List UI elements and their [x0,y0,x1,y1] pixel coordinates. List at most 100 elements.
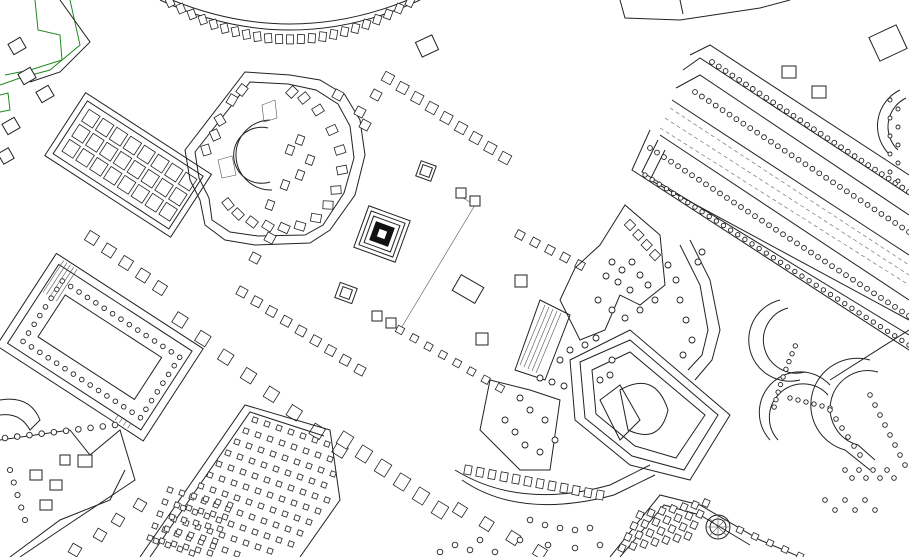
column [26,431,33,439]
market-pier [632,228,645,242]
octagon-pier [279,179,291,191]
hall-pier [287,540,295,548]
room [75,147,95,168]
hall-pier [329,470,337,478]
hall-pier [206,549,214,557]
column [872,507,878,513]
octagon-pier [297,91,311,105]
hall-pier [146,534,154,542]
column [895,178,901,184]
square-pier [83,229,101,247]
arc-pier [393,2,405,15]
market-pier [648,248,662,262]
square-pier [100,242,118,259]
column [733,116,740,122]
market-complex [454,204,731,506]
square-pier [466,366,477,377]
hall-pier [248,513,256,521]
column [867,392,873,398]
bottom-right-pier [780,544,790,555]
hall-pier [221,513,229,521]
column [644,281,652,289]
hall-pier [296,529,304,537]
column [143,406,149,413]
arc-pier [404,0,416,9]
hall-pier [248,457,256,465]
arc-pier [307,32,317,44]
bottom-right-pier [640,519,650,529]
column [451,541,459,549]
octagon-pier [277,221,291,235]
hall-pier [320,481,328,489]
octagon-pier [213,113,227,127]
room [89,156,109,177]
hall-pier [263,476,271,484]
column [862,497,868,503]
square-pier [134,267,152,284]
column [62,365,68,372]
hall-pier [187,531,195,539]
column [863,475,869,481]
column [819,403,825,409]
square-pier [354,444,374,464]
hall-pier [166,486,174,494]
hall-pier [188,549,196,557]
column [67,283,74,290]
hall-pier [317,466,325,474]
hall-pier [272,521,280,529]
column [13,433,21,440]
column [788,152,795,159]
isolated-blocks-top-right [414,24,908,99]
octagon-pier [311,103,325,117]
column [790,112,797,119]
bottom-right-pier [684,511,694,521]
square-pier [380,70,396,86]
hall-pier [242,427,250,435]
column [887,133,893,139]
column [882,422,888,428]
column [787,395,793,401]
hall-pier [251,472,259,480]
hall-pier [281,454,289,462]
column [877,323,884,330]
hall-pier [254,431,262,439]
domed-octagon-piers [200,83,349,235]
column [829,263,835,269]
column [50,428,58,436]
hall-pier [194,546,202,554]
column [720,222,727,229]
square-pier [451,501,469,519]
column [827,407,833,413]
bottom-pier [92,527,108,543]
hall-pier [266,547,274,555]
hall-pier [202,495,210,503]
column [892,442,898,448]
column [756,245,762,252]
column [710,186,716,192]
arc-pier [241,28,251,40]
column [165,371,172,378]
column [842,497,848,503]
column [151,338,158,344]
column [594,296,602,304]
square-pier [335,430,355,450]
market-pier [571,484,581,496]
column [878,294,884,301]
column [851,153,858,159]
column [596,541,604,549]
column [887,97,893,103]
hall-pier [314,507,322,515]
column [831,139,838,146]
exedra-right [748,89,909,471]
arc-pier [339,26,350,38]
column [775,389,781,395]
column [606,371,614,379]
column [608,306,616,314]
column [466,546,474,554]
column [731,199,737,206]
bottom-right-pier [645,528,655,538]
column [18,504,25,511]
square-pier [574,259,586,271]
hall-pier [221,490,229,498]
